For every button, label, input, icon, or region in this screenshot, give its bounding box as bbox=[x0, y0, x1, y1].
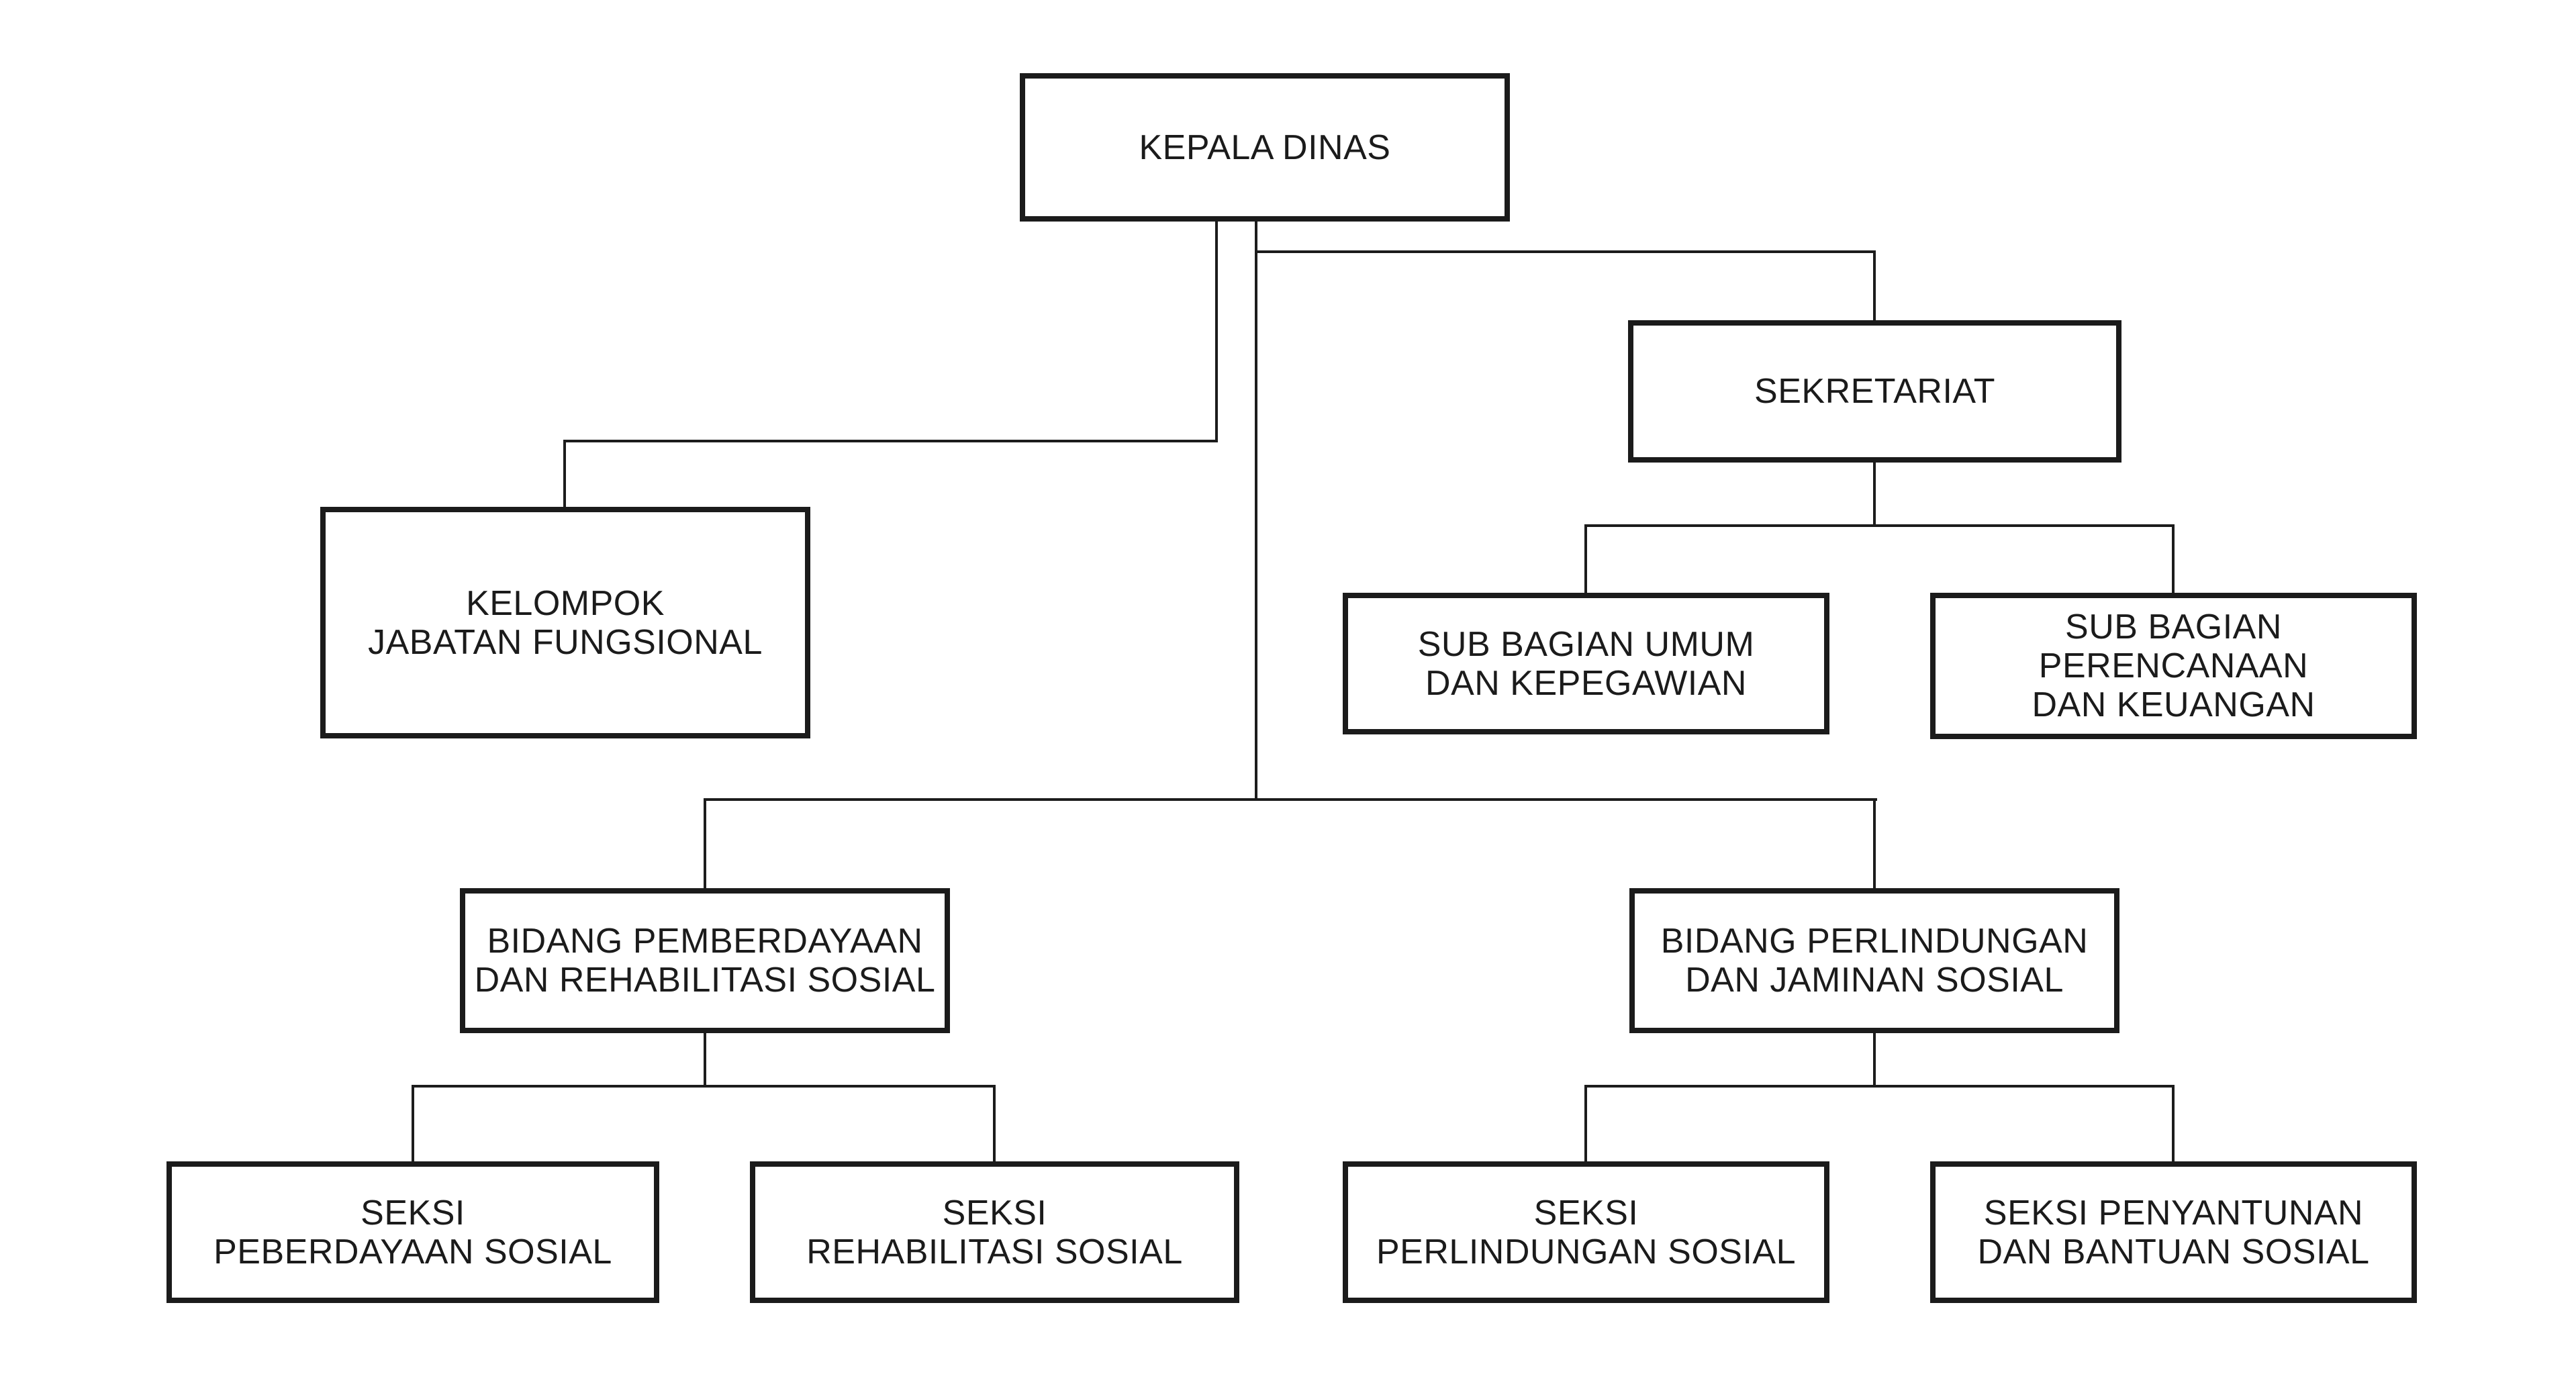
org-node-sub-bagian-umum-dan-kepegawian: SUB BAGIAN UMUM DAN KEPEGAWIAN bbox=[1343, 593, 1829, 734]
org-node-seksi-perlindungan-sosial: SEKSI PERLINDUNGAN SOSIAL bbox=[1343, 1161, 1829, 1303]
connector-bidang-pemberdayaan-stem bbox=[704, 1033, 706, 1088]
connector-sekretariat-stem bbox=[1873, 463, 1876, 527]
connector-sub-bagian-split-horizontal bbox=[1584, 524, 2175, 527]
connector-bidang-perlindungan-stem bbox=[1873, 1033, 1876, 1088]
connector-seksi-rehabilitasi-drop bbox=[993, 1085, 996, 1164]
connector-kepala-trunk-vertical bbox=[1255, 222, 1257, 801]
org-node-seksi-peberdayaan-sosial: SEKSI PEBERDAYAAN SOSIAL bbox=[166, 1161, 659, 1303]
org-node-bidang-perlindungan-dan-jaminan-sosial: BIDANG PERLINDUNGAN DAN JAMINAN SOSIAL bbox=[1629, 888, 2119, 1033]
connector-bidang-span-horizontal bbox=[704, 798, 1877, 801]
org-node-seksi-penyantunan-dan-bantuan-sosial: SEKSI PENYANTUNAN DAN BANTUAN SOSIAL bbox=[1930, 1161, 2417, 1303]
connector-kelompok-drop bbox=[563, 440, 566, 510]
connector-kepala-to-sekretariat-horizontal bbox=[1255, 250, 1876, 253]
connector-seksi-perlindungan-drop bbox=[1584, 1085, 1587, 1164]
connector-bidang-pemberdayaan-drop bbox=[704, 798, 706, 891]
connector-seksi-peberdayaan-drop bbox=[412, 1085, 414, 1164]
connector-seksi-split-left-horizontal bbox=[412, 1085, 996, 1088]
org-node-kepala-dinas: KEPALA DINAS bbox=[1020, 73, 1510, 222]
connector-kepala-to-kelompok-vertical bbox=[1215, 222, 1218, 442]
connector-seksi-penyantunan-drop bbox=[2172, 1085, 2175, 1164]
connector-sekretariat-drop bbox=[1873, 250, 1876, 323]
org-node-sekretariat: SEKRETARIAT bbox=[1628, 320, 2121, 463]
connector-sub-bagian-perencanaan-drop bbox=[2172, 524, 2175, 595]
connector-kepala-to-kelompok-horizontal bbox=[563, 440, 1218, 442]
connector-bidang-perlindungan-drop bbox=[1873, 798, 1876, 891]
connector-seksi-split-right-horizontal bbox=[1584, 1085, 2175, 1088]
org-node-bidang-pemberdayaan-dan-rehabilitasi-sosial: BIDANG PEMBERDAYAAN DAN REHABILITASI SOS… bbox=[460, 888, 950, 1033]
org-node-kelompok-jabatan-fungsional: KELOMPOK JABATAN FUNGSIONAL bbox=[320, 507, 810, 738]
connector-sub-bagian-umum-drop bbox=[1584, 524, 1587, 595]
org-node-sub-bagian-perencanaan-dan-keuangan: SUB BAGIAN PERENCANAAN DAN KEUANGAN bbox=[1930, 593, 2417, 739]
org-node-seksi-rehabilitasi-sosial: SEKSI REHABILITASI SOSIAL bbox=[750, 1161, 1239, 1303]
